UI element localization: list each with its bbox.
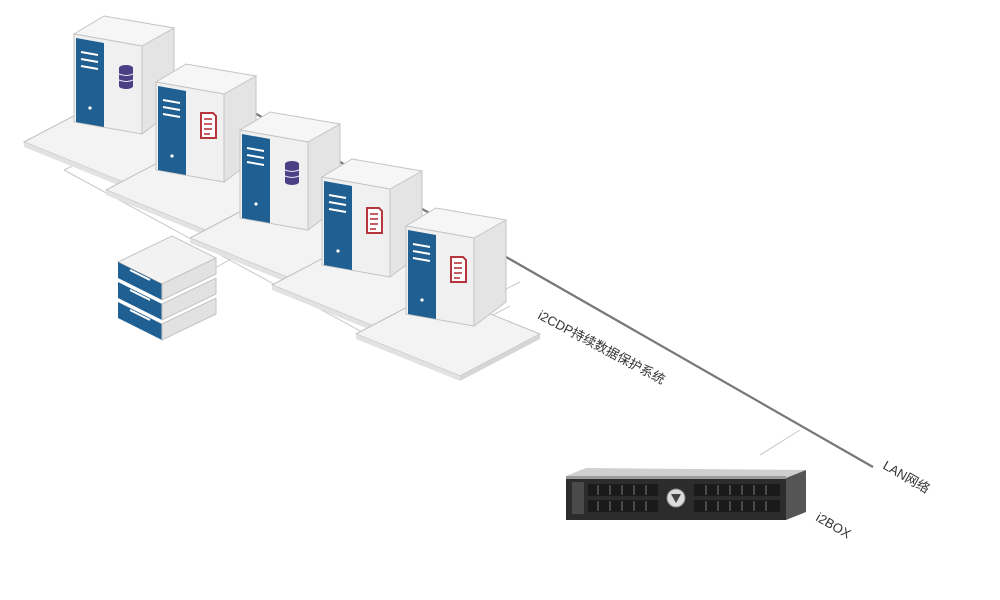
database-icon — [284, 160, 300, 186]
document-icon — [366, 207, 383, 234]
i2box-rack-server — [566, 468, 806, 520]
system-label: i2CDP持续数据保护系统 — [536, 307, 668, 387]
document-icon — [200, 112, 217, 139]
database-icon — [118, 64, 134, 90]
network-label: LAN网络 — [881, 458, 933, 497]
document-icon — [450, 256, 467, 283]
device-label: i2BOX — [814, 510, 854, 542]
storage-stack — [116, 235, 218, 341]
